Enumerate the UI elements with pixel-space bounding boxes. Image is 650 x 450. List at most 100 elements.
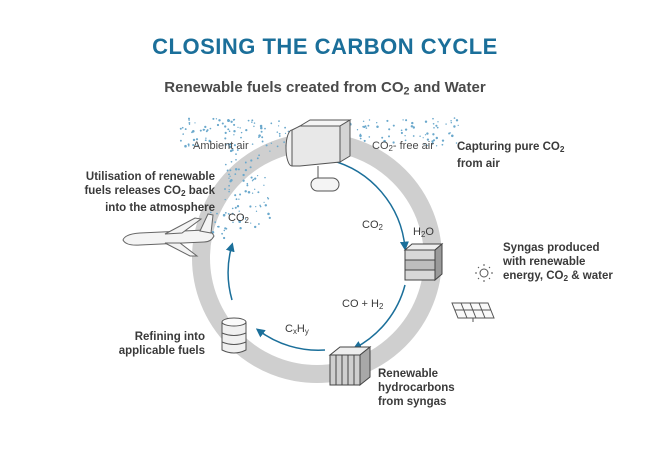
air-dot (356, 129, 359, 131)
air-dot (187, 143, 190, 146)
air-dot (253, 125, 255, 128)
air-dot (239, 193, 242, 196)
air-dot (261, 140, 264, 143)
air-dot (234, 194, 237, 197)
air-dot (264, 127, 266, 130)
air-dot (436, 126, 439, 129)
air-dot (284, 132, 287, 135)
air-dot (455, 119, 459, 122)
air-dot (246, 184, 249, 187)
air-dot (251, 121, 253, 123)
air-dot (228, 184, 230, 187)
air-dot (228, 190, 230, 193)
air-dot (432, 133, 435, 136)
air-dot (251, 180, 254, 182)
air-dot (188, 117, 190, 120)
air-dot (247, 119, 250, 122)
air-dot (263, 184, 265, 186)
co2-right-label: CO2 (362, 219, 383, 232)
air-dot (230, 178, 233, 182)
air-dot (224, 143, 227, 146)
air-dot (455, 142, 458, 144)
air-dot (199, 129, 202, 132)
air-dot (238, 220, 241, 223)
air-dot (237, 168, 240, 171)
air-dot (283, 141, 285, 143)
air-dot (276, 131, 279, 133)
air-dot (228, 177, 230, 179)
air-dot (423, 143, 426, 145)
air-dot (284, 126, 287, 129)
utilisation-label: Utilisation of renewable fuels releases … (84, 171, 215, 215)
air-dot (426, 132, 429, 135)
air-dot (254, 188, 256, 190)
air-dot (411, 125, 414, 127)
page-title: CLOSING THE CARBON CYCLE (152, 34, 498, 59)
air-dot (276, 145, 279, 148)
air-dot (188, 121, 191, 124)
air-dot (204, 125, 207, 129)
air-dot (392, 124, 395, 127)
sun-icon (475, 264, 493, 282)
air-dot (412, 135, 415, 137)
renewable-hydrocarbons-label: Renewable hydrocarbons from syngas (378, 368, 455, 408)
air-dot (228, 173, 230, 176)
air-dot (278, 120, 280, 122)
air-dot (381, 136, 384, 139)
air-dot (224, 188, 226, 190)
syngas-reactor-icon (403, 242, 444, 282)
air-dot (223, 214, 226, 216)
air-dot (224, 137, 227, 140)
air-dot (208, 139, 211, 143)
air-dot (388, 135, 390, 138)
air-dot (435, 145, 438, 147)
air-dot (217, 225, 220, 228)
air-dot (433, 126, 435, 129)
air-dot (224, 163, 227, 166)
air-dot (233, 134, 235, 136)
air-dot (264, 176, 266, 179)
air-dot (226, 169, 229, 172)
air-dot (256, 174, 259, 177)
air-dot (404, 128, 408, 131)
air-dot (230, 120, 233, 123)
air-dot (400, 131, 403, 135)
air-dot (441, 143, 444, 146)
air-dot (234, 206, 237, 209)
air-dot (269, 150, 271, 152)
air-dot (388, 128, 391, 131)
air-dot (227, 128, 230, 131)
air-dot (260, 130, 263, 133)
air-dot (267, 197, 269, 199)
air-dot (244, 190, 247, 193)
air-dot (432, 122, 435, 125)
co2-capsule-icon (310, 177, 340, 192)
air-dot (259, 205, 262, 208)
air-dot (188, 123, 191, 125)
air-dot (212, 117, 215, 120)
air-dot (227, 143, 230, 146)
air-dot (435, 124, 438, 127)
air-dot (244, 161, 247, 164)
air-dot (404, 139, 407, 142)
air-dot (362, 120, 365, 123)
air-dot (265, 144, 268, 147)
h2o-label: H2O (413, 226, 434, 239)
air-dot (235, 153, 237, 155)
refining-label: Refining into applicable fuels (118, 331, 205, 357)
air-dot (252, 178, 255, 181)
air-dot (224, 125, 227, 128)
air-dot (239, 227, 242, 230)
air-dot (249, 166, 252, 169)
air-dot (435, 136, 439, 140)
air-dot (223, 229, 226, 232)
air-dot (233, 144, 236, 147)
air-dot (247, 190, 251, 194)
air-dot (229, 169, 232, 172)
air-particles (179, 117, 459, 240)
air-dot (230, 160, 233, 163)
air-dot (260, 126, 263, 130)
air-dot (214, 221, 217, 223)
air-dot (259, 124, 263, 128)
